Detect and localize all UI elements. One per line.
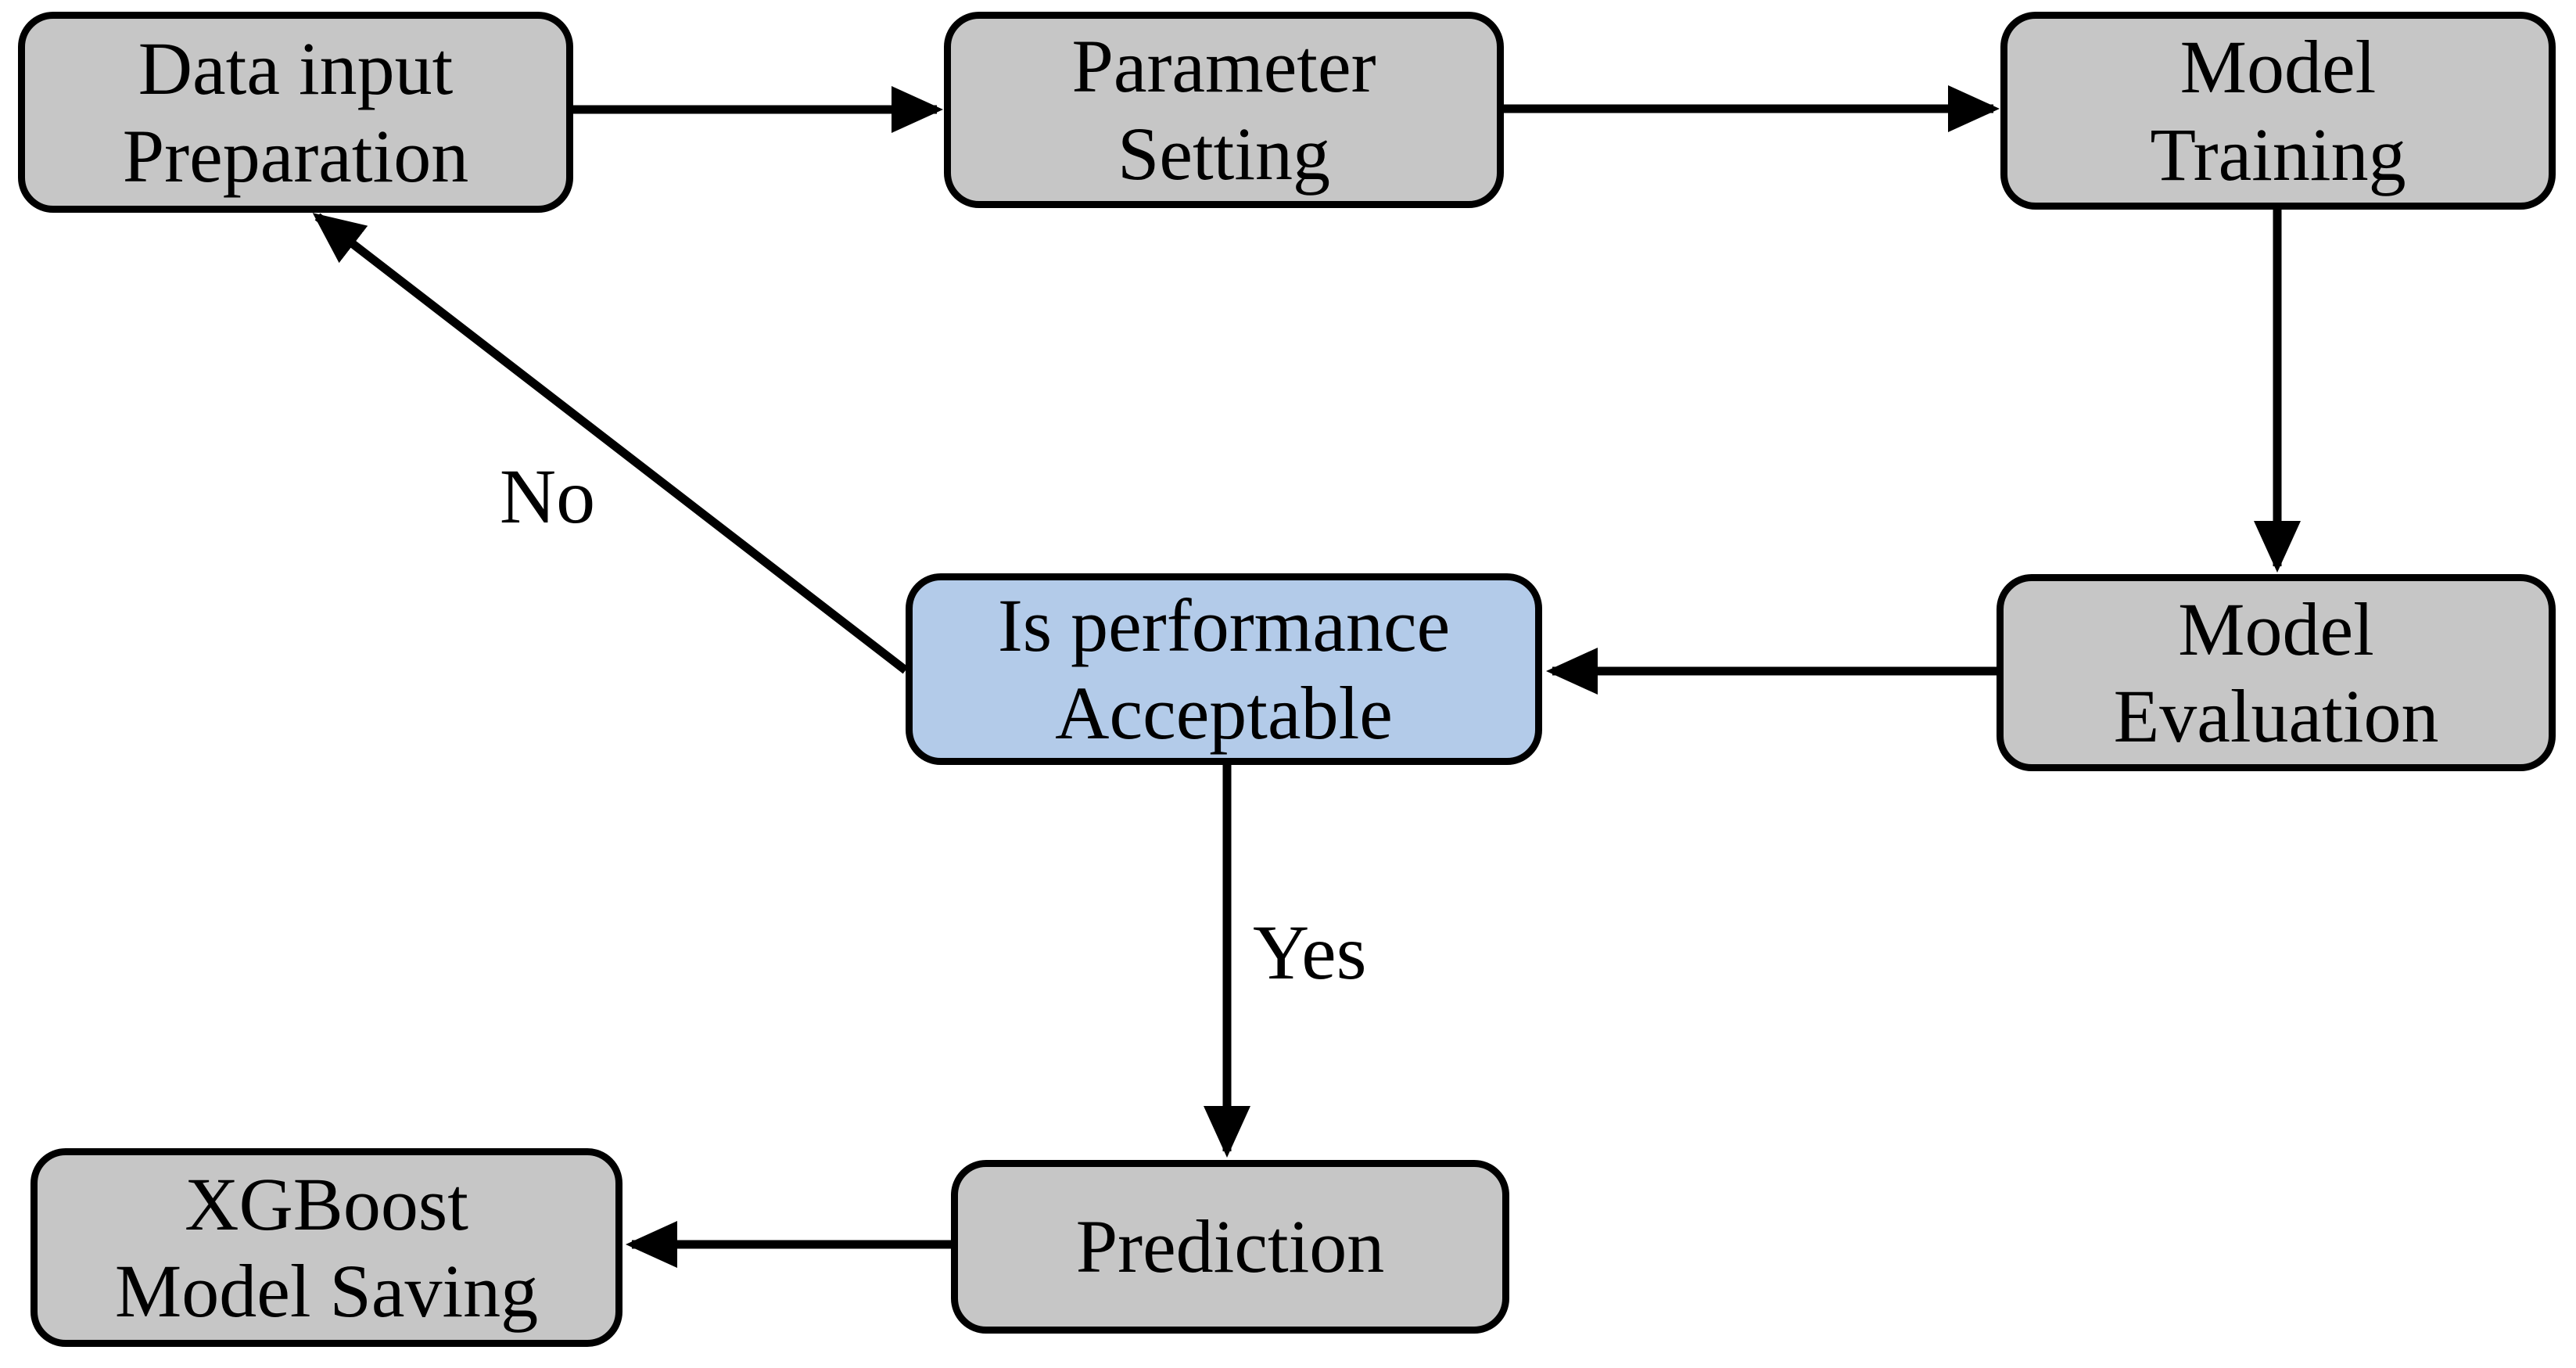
node-model-evaluation: Model Evaluation (1997, 574, 2556, 771)
edge-label-yes: Yes (1253, 909, 1367, 996)
node-performance-check: Is performance Acceptable (906, 573, 1542, 765)
node-data-input-preparation: Data input Preparation (18, 12, 573, 213)
node-parameter-setting: Parameter Setting (944, 12, 1504, 208)
node-prediction: Prediction (951, 1160, 1509, 1334)
edge-label-no: No (499, 453, 596, 540)
node-model-training: Model Training (2000, 12, 2556, 210)
edge-no-performance-check-to-data-input (312, 213, 909, 674)
node-xgboost-model-saving: XGBoost Model Saving (30, 1148, 622, 1347)
